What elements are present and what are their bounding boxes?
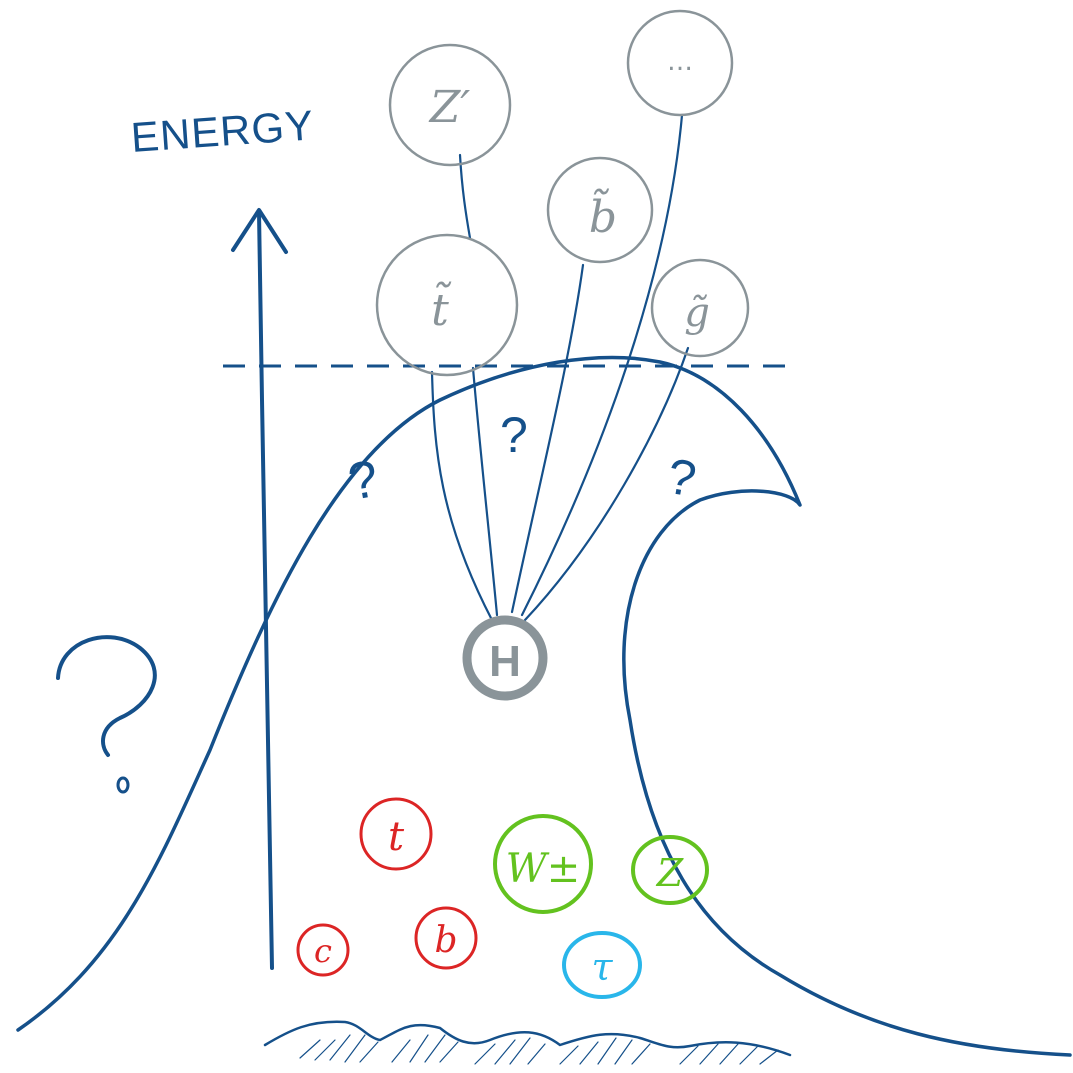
particle-bottom: b — [414, 906, 478, 970]
question-mark-2: ? — [500, 407, 528, 463]
particle-w: W± — [493, 814, 593, 914]
higgs-label: H — [489, 637, 521, 686]
particle-z: Z — [631, 835, 709, 905]
particle-zprime: Z′ — [388, 43, 512, 167]
z-label: Z — [656, 851, 684, 895]
unknown-label: … — [667, 47, 693, 77]
large-question-mark — [56, 635, 157, 794]
bottom-label: b — [434, 920, 457, 961]
connection-strings — [430, 113, 690, 622]
particle-charm: c — [296, 923, 350, 977]
particle-sbottom: b̃ — [546, 156, 654, 264]
tau-label: τ — [591, 945, 613, 989]
question-marks: ? ? ? — [344, 407, 700, 512]
particle-unknown: … — [626, 9, 734, 117]
stop-label: t̃ — [431, 280, 451, 336]
energy-axis: ENERGY — [129, 101, 316, 970]
particle-gluino: g̃ — [650, 258, 750, 358]
gluino-label: g̃ — [684, 290, 710, 336]
question-mark-1: ? — [344, 450, 383, 512]
particle-stop: t̃ — [375, 233, 519, 377]
sm-particles: t W± Z c b τ — [296, 797, 709, 999]
axis-label: ENERGY — [129, 101, 315, 161]
w-label: W± — [506, 846, 581, 892]
wave-outline — [16, 355, 1072, 1057]
new-particles: Z′ … b̃ t̃ g̃ — [375, 9, 750, 377]
top-label: t — [388, 814, 405, 860]
charm-label: c — [314, 932, 332, 970]
particle-top: t — [359, 797, 433, 871]
question-mark-3: ? — [663, 448, 700, 508]
wave-ripples — [263, 1020, 792, 1065]
higgs-boson: H — [462, 615, 548, 701]
particle-tau: τ — [562, 931, 642, 999]
zprime-label: Z′ — [428, 82, 471, 133]
sbottom-label: b̃ — [589, 187, 617, 243]
